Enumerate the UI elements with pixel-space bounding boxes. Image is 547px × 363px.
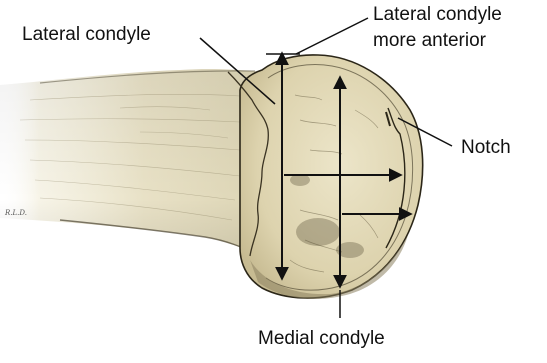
illustrator-signature: R.L.D. bbox=[4, 209, 27, 217]
label-notch: Notch bbox=[461, 137, 511, 158]
label-lateral-condyle-anterior-line2: more anterior bbox=[373, 30, 487, 51]
femur-condyle-head bbox=[228, 55, 423, 299]
label-lateral-condyle-anterior-line1: Lateral condyle bbox=[373, 4, 502, 25]
femur-shaft: R.L.D. bbox=[0, 69, 262, 256]
leader-lateral-anterior bbox=[296, 18, 368, 54]
label-medial-condyle: Medial condyle bbox=[258, 328, 385, 349]
label-lateral-condyle: Lateral condyle bbox=[22, 24, 151, 45]
